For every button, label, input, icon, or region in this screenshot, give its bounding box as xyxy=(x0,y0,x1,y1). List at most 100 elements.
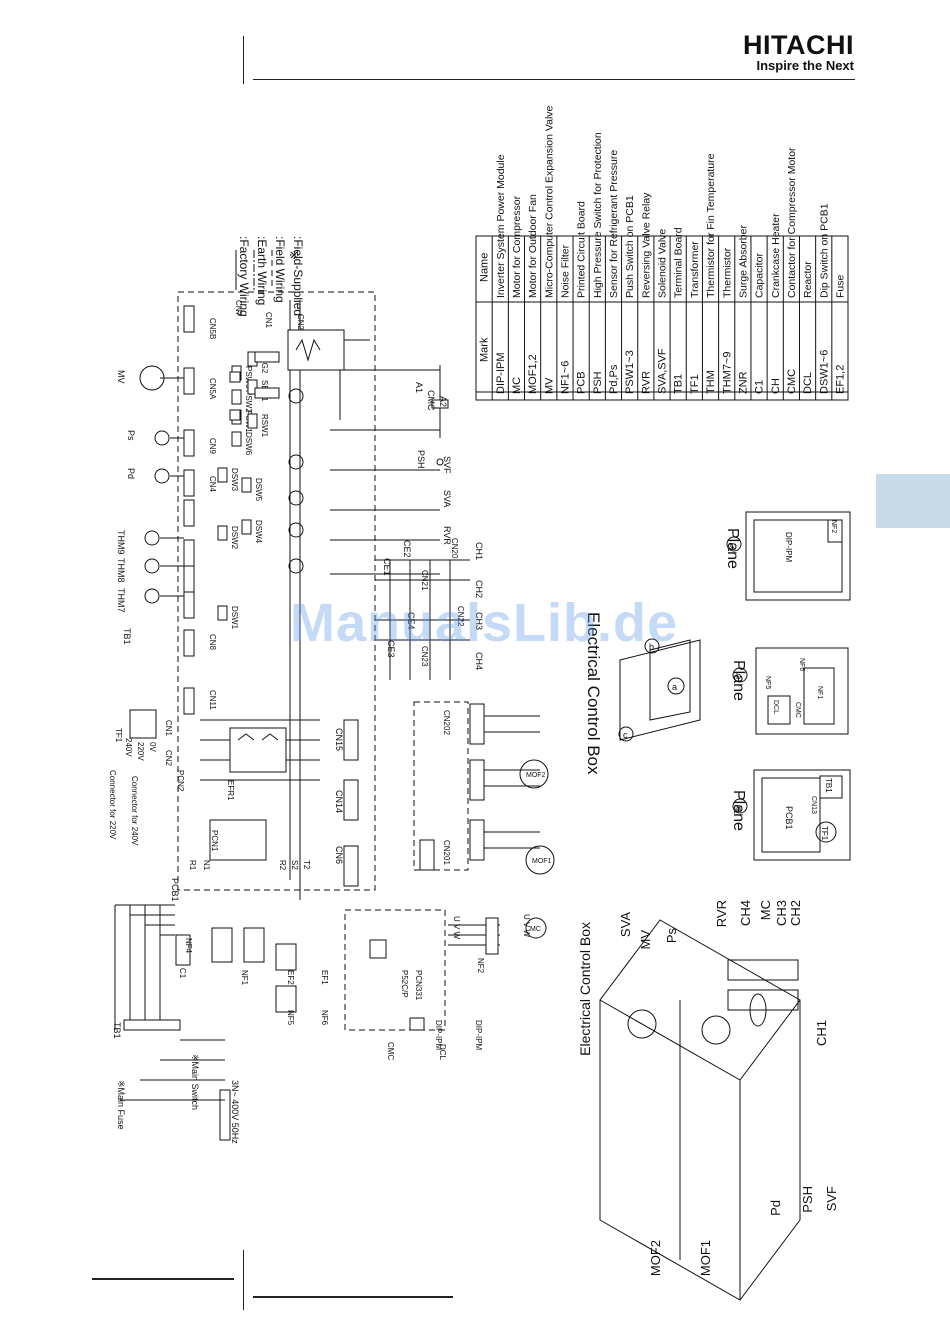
svg-text:SVA: SVA xyxy=(442,490,452,507)
plane-b-nf5: NF5 xyxy=(764,676,771,689)
connector-cn11 xyxy=(183,687,195,715)
switch-box xyxy=(217,467,228,483)
svg-text:U V W: U V W xyxy=(452,916,461,940)
switch-seg2: SEG2 xyxy=(260,352,269,374)
connector-cn5b xyxy=(183,305,195,333)
layout-label-svf: SVF xyxy=(824,1186,839,1211)
switch-box xyxy=(231,389,242,405)
plane-a-label: Plane xyxy=(730,790,747,831)
table-cell-mark: TB1 xyxy=(673,374,685,394)
svg-text:CN2: CN2 xyxy=(164,750,173,767)
table-cell-name: Fuse xyxy=(834,274,846,298)
tf1-0v: 0V xyxy=(148,742,157,752)
table-cell-mark: NF1~6 xyxy=(560,361,572,394)
table-cell-mark: MV xyxy=(543,377,555,394)
ecb-callout: Electrical Control Box a b c xyxy=(584,612,701,775)
connector-label: CN11 xyxy=(208,690,217,710)
pcb-wiring xyxy=(200,300,470,880)
svg-text:U V W: U V W xyxy=(522,914,531,938)
table-cell-mark: PCB xyxy=(576,371,588,394)
section-tab xyxy=(876,474,950,528)
fan-motors: CN6 CN14 CN15 CN201 CN202 MOF1 MOF2 xyxy=(334,701,555,887)
switch-psw2: PSW2 xyxy=(244,390,253,413)
connector-label: CN7 xyxy=(234,300,243,317)
connector-label: CN5B xyxy=(208,318,217,339)
plane-b-cmc: CMC xyxy=(794,702,801,718)
connector-label: CN8 xyxy=(208,634,217,651)
table-cell-name: Micro-Computer Control Expansion Valve xyxy=(543,105,555,298)
power-spec: 3N~ 400V 50Hz xyxy=(230,1080,240,1144)
svg-text:EFR1: EFR1 xyxy=(226,780,235,801)
table-cell-mark: CMC xyxy=(786,369,798,394)
table-cell-name: Contactor for Compressor Motor xyxy=(786,147,798,298)
plane-b-mark: b xyxy=(736,671,741,681)
connector-cn4 xyxy=(183,469,195,497)
plane-c: DIP-IPM NF2 Plane c xyxy=(724,511,851,601)
tf1-240: 240V xyxy=(124,738,133,757)
svg-text:PCN331: PCN331 xyxy=(414,970,423,1001)
table-cell-mark: EF1,2 xyxy=(834,365,846,394)
switch-box xyxy=(247,413,258,429)
plane-b-nf1: NF1 xyxy=(816,686,823,699)
table-cell-mark: RVR xyxy=(640,371,652,394)
main-switch: ※Main Switch xyxy=(190,1054,200,1110)
connector-label: CN4 xyxy=(208,476,217,493)
header-horizontal-rule xyxy=(253,79,855,80)
svg-text:CH4: CH4 xyxy=(474,652,484,670)
sensor-thm9 xyxy=(144,530,160,546)
table-cell-name: Sensor for Refrigerant Pressure xyxy=(608,150,620,298)
table-cell-name: Push Switch on PCB1 xyxy=(624,195,636,298)
table-cell-mark: MOF1,2 xyxy=(527,354,539,394)
header-vertical-rule xyxy=(243,36,244,84)
svg-text:NF5: NF5 xyxy=(286,1010,295,1026)
svg-text:CE3: CE3 xyxy=(386,640,396,658)
plane-b: DCL NF1 NF5 NF6 CMC Plane b xyxy=(730,647,849,735)
table-cell-name: Dip Switch on PCB1 xyxy=(818,203,830,298)
sensor-label: THM9 xyxy=(116,530,126,555)
table-cell-name: Motor for Outdoor Fan xyxy=(527,194,539,298)
table-cell-mark: DCL xyxy=(802,372,814,394)
svg-text:MOF1: MOF1 xyxy=(532,858,552,865)
svg-text:R1: R1 xyxy=(188,860,197,871)
table-cell-mark: PSH xyxy=(592,371,604,394)
table-cell-mark: MC xyxy=(511,377,523,394)
table-cell-mark: DIP-IPM xyxy=(495,352,507,394)
svg-text:T2: T2 xyxy=(302,860,311,870)
table-cell-name: Thermistor for Fin Temperature xyxy=(705,153,717,298)
svg-text:DIP-IPM: DIP-IPM xyxy=(474,1020,483,1051)
connector-label: CN5A xyxy=(208,378,217,400)
layout-label-pd: Pd xyxy=(768,1200,783,1216)
sensor-pd xyxy=(154,468,170,484)
table-cell-mark: C1 xyxy=(754,380,766,394)
transformer: TF1 240V 220V 0V Connector for 220V Conn… xyxy=(108,709,157,846)
svg-text:CN22: CN22 xyxy=(456,606,465,627)
svg-text:EF2: EF2 xyxy=(286,970,295,985)
connector-cn9 xyxy=(183,429,195,457)
sensor-thm7 xyxy=(144,588,160,604)
legend-field: :Field Wiring xyxy=(273,236,287,303)
layout-label-electrical-control-box: Electrical Control Box xyxy=(577,922,593,1056)
table-cell-name: High Pressure Switch for Protection xyxy=(592,132,604,298)
loads: A1 CMC A2 PSH SVF SVA RVR xyxy=(414,365,452,545)
watermark: ManualsLib.de xyxy=(290,593,679,653)
plane-b-dcl: DCL xyxy=(772,700,779,714)
plane-c-label: Plane xyxy=(724,528,741,569)
connector-label: CN9 xyxy=(208,438,217,455)
svg-text:MC: MC xyxy=(530,926,541,933)
table-cell-mark: PSW1~3 xyxy=(624,350,636,394)
svg-text:CN6: CN6 xyxy=(334,846,344,864)
svg-text:EF1: EF1 xyxy=(320,970,329,985)
legend-earth: :Earth Wiring xyxy=(255,236,269,305)
svg-text:MOF2: MOF2 xyxy=(526,772,546,779)
sensor-label: Ps xyxy=(126,430,136,441)
svg-text:CE2: CE2 xyxy=(402,540,412,558)
switch-box xyxy=(231,431,242,447)
svg-text:R2: R2 xyxy=(278,860,287,871)
svg-text:CN15: CN15 xyxy=(334,728,344,751)
switch-box xyxy=(241,477,252,493)
svg-text:C1: C1 xyxy=(178,968,187,979)
